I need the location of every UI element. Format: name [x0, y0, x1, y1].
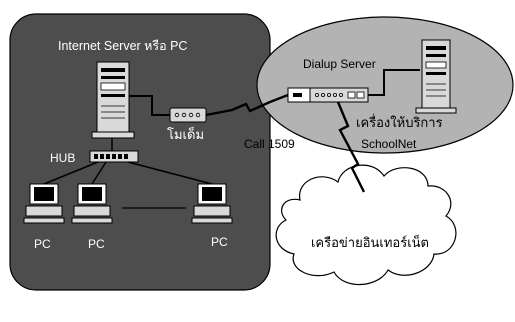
- schoolnet-server-icon: [415, 39, 457, 114]
- dialup-server-label: Dialup Server: [303, 57, 376, 71]
- internet-cloud: [275, 164, 457, 286]
- local-server-icon: [91, 61, 135, 139]
- pc-label: PC: [34, 237, 51, 251]
- hub-label: HUB: [50, 151, 76, 165]
- internet-link: [336, 101, 366, 193]
- modem-label: โมเด็ม: [167, 127, 205, 142]
- phone-line: [205, 93, 289, 117]
- dialup-device-icon: [287, 87, 369, 103]
- pc-icon: [23, 183, 65, 224]
- schoolnet-label: SchoolNet: [361, 137, 417, 151]
- server-modem-cable: [128, 95, 170, 116]
- pc-icon: [191, 183, 233, 224]
- hub-pc1-cable: [43, 161, 99, 185]
- pc-icon: [71, 183, 113, 224]
- pc-label: PC: [211, 235, 228, 249]
- call-number-label: Call 1509: [244, 137, 295, 151]
- modem-icon: [169, 107, 207, 123]
- hub-pc3-cable: [127, 161, 213, 185]
- dialup-server-cable: [368, 69, 420, 96]
- internet-cloud-label: เครือข่ายอินเทอร์เน็ต: [310, 235, 430, 250]
- schoolnet-server-label: เครื่องให้บริการ: [356, 115, 443, 130]
- hub-pc2-cable: [91, 161, 107, 185]
- hub-icon: [89, 150, 139, 163]
- pc-label: PC: [88, 237, 105, 251]
- local-network-title: Internet Server หรือ PC: [58, 39, 188, 53]
